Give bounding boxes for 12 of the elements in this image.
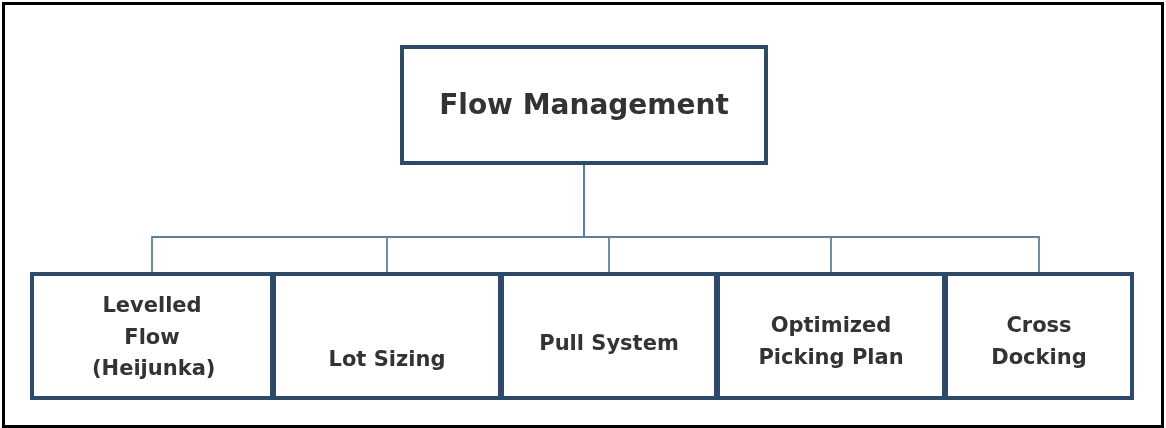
category-box xyxy=(30,272,274,400)
category-box xyxy=(500,272,718,400)
category-box xyxy=(716,272,946,400)
box-label: Cross Docking xyxy=(990,312,1088,371)
box-label: Optimized Picking Plan xyxy=(757,312,905,371)
box-label: Lot Sizing xyxy=(328,346,446,373)
box-label: Flow Management xyxy=(439,87,729,123)
box-label: Levelled Flow (Heijunka) xyxy=(92,292,212,382)
category-box xyxy=(944,272,1134,400)
root-box xyxy=(400,45,768,165)
category-box xyxy=(272,272,502,400)
box-label: Pull System xyxy=(539,330,679,357)
